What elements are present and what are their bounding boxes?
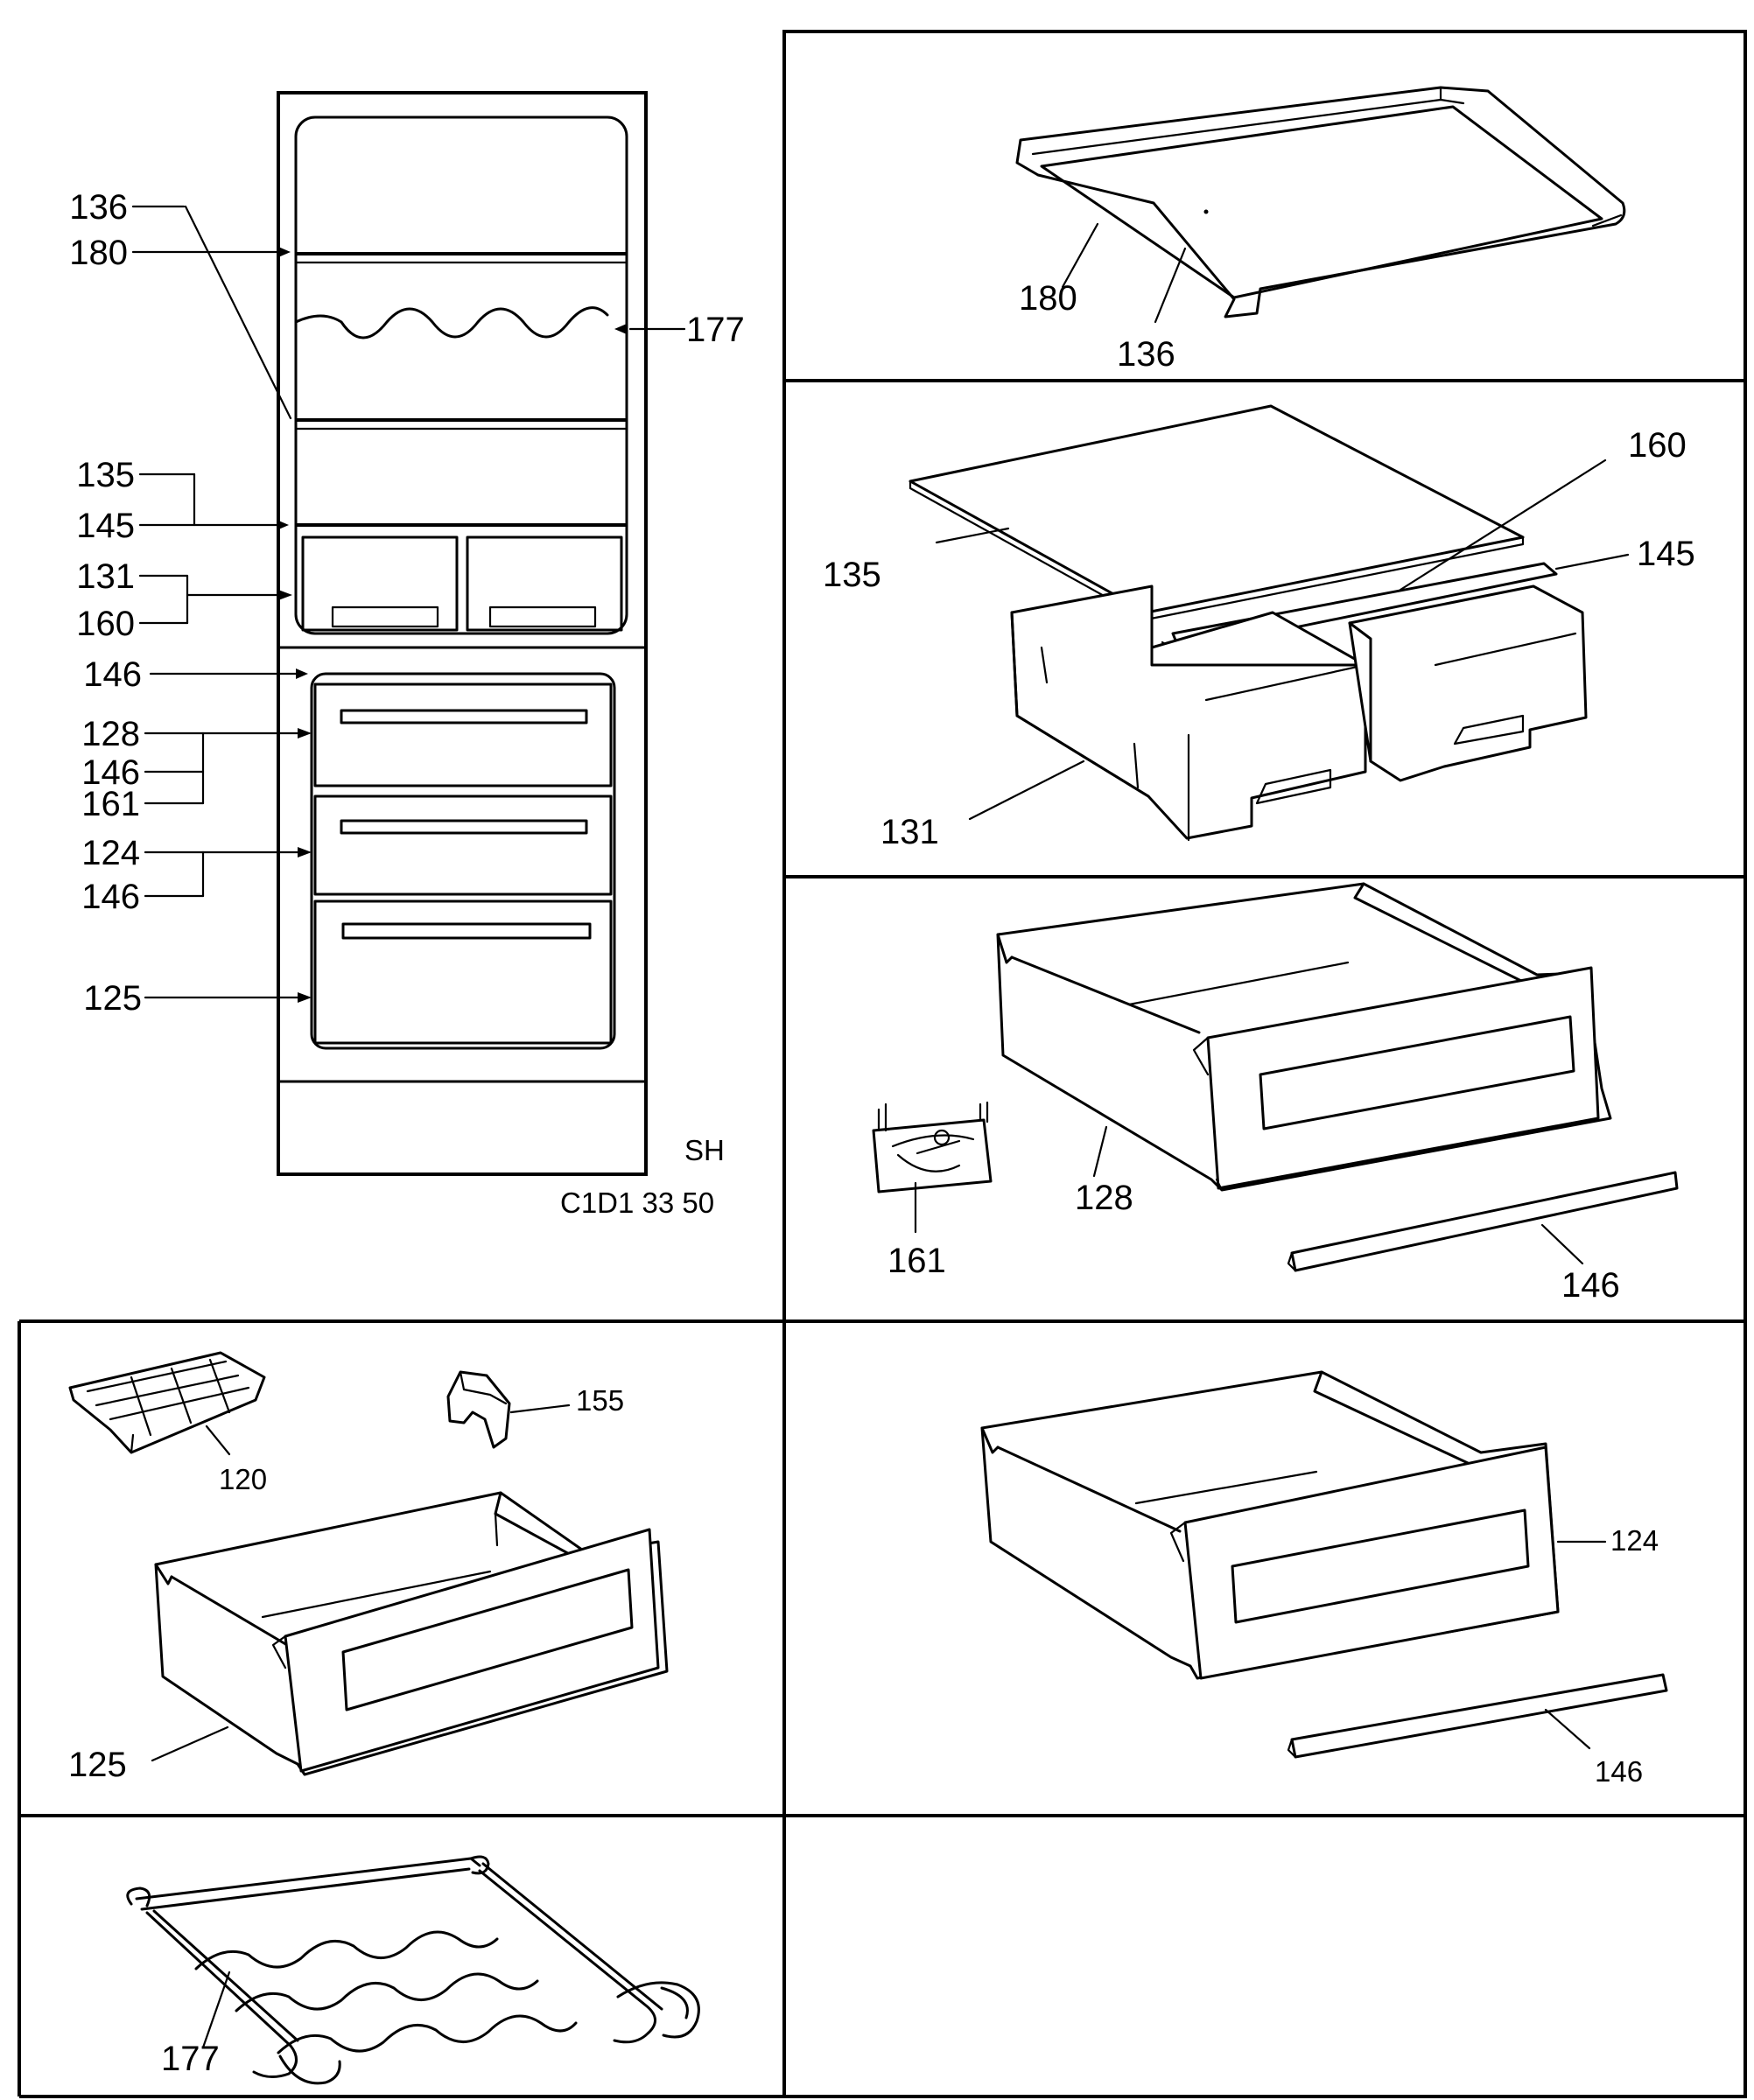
model-number: C1D1 33 50	[560, 1186, 714, 1219]
label-145: 145	[76, 507, 135, 545]
label-136: 136	[69, 188, 128, 227]
label-128: 128	[81, 715, 140, 753]
label-146: 146	[83, 655, 142, 694]
panel-glass-shelf: 180 136	[1015, 86, 1626, 374]
label-155: 155	[576, 1384, 624, 1417]
panel-drawer-124: 124 146	[980, 1370, 1668, 1788]
label-146: 146	[1561, 1266, 1620, 1305]
panel-wine-rack: 177	[126, 1855, 700, 2085]
label-120: 120	[219, 1463, 267, 1495]
label-177: 177	[686, 311, 745, 349]
panel-freezer-125: 120 155 125	[68, 1351, 669, 1784]
label-161: 161	[81, 785, 140, 823]
label-161: 161	[888, 1242, 946, 1280]
label-124: 124	[81, 834, 140, 872]
label-146: 146	[1595, 1755, 1643, 1788]
label-124: 124	[1610, 1524, 1659, 1557]
label-146: 146	[81, 878, 140, 916]
label-135: 135	[823, 556, 881, 594]
label-180: 180	[1019, 279, 1077, 318]
panel-grid	[18, 30, 1747, 2098]
label-160: 160	[1628, 426, 1687, 465]
label-177: 177	[161, 2040, 220, 2078]
label-125: 125	[68, 1746, 127, 1784]
panel-drawer-128: 128 161 146	[872, 882, 1679, 1305]
label-160: 160	[76, 605, 135, 643]
label-131: 131	[76, 557, 135, 596]
label-131: 131	[881, 813, 939, 851]
label-125: 125	[83, 979, 142, 1018]
label-145: 145	[1637, 535, 1695, 573]
label-135: 135	[76, 456, 135, 494]
overview-labels: 136 180 177 135 145 131 160 146 128 146 …	[69, 188, 745, 1219]
fridge-overview	[131, 91, 686, 1176]
model-code: SH	[684, 1134, 725, 1166]
label-180: 180	[69, 234, 128, 272]
label-136: 136	[1117, 335, 1175, 374]
label-146: 146	[81, 753, 140, 792]
label-128: 128	[1075, 1179, 1133, 1217]
panel-crisper: 160 135 145 131	[823, 404, 1695, 851]
